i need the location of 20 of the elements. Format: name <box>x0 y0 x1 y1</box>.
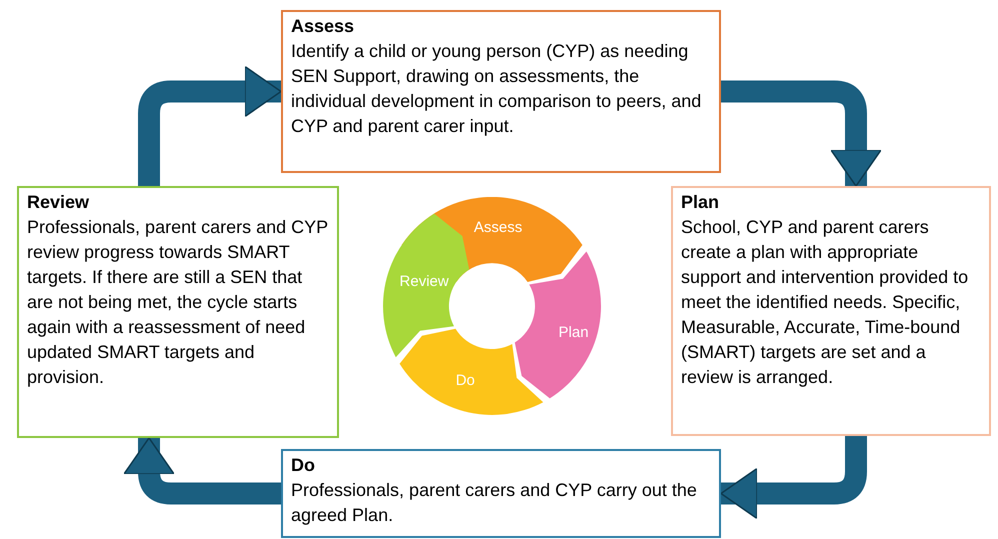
bent-arrow <box>721 80 882 187</box>
segment-label: Plan <box>558 324 589 342</box>
step-box <box>671 186 991 436</box>
step-box <box>17 186 339 438</box>
step-description: School, CYP and parent carers create a plan with appropriate support and intervention provided to meet the identified needs. Specific, Measurable, Accurate, Time-bound (SMART) targets are set and a review is arranged. <box>681 216 970 389</box>
bent-arrow <box>138 66 282 186</box>
segment-label: Assess <box>474 219 522 238</box>
step-description: Professionals, parent carers and CYP review progress towards SMART targets. If there are still a SEN that are not being met, the cycle starts again with a reassessment of need updated SMART targets and provision. <box>27 216 329 389</box>
bent-arrow <box>720 436 867 520</box>
step-heading: Plan <box>681 191 720 214</box>
step-description: Professionals, parent carers and CYP carry out the agreed Plan. <box>291 479 698 527</box>
bent-arrow <box>123 437 281 504</box>
step-heading: Do <box>291 454 316 477</box>
step-description: Identify a child or young person (CYP) as needing SEN Support, drawing on assessments, the individual development in comparison to peers, and CYP and parent carer input. <box>291 40 702 138</box>
step-box <box>281 449 721 538</box>
step-box <box>281 10 721 173</box>
step-heading: Review <box>27 191 90 214</box>
step-heading: Assess <box>291 15 356 38</box>
segment-label: Review <box>400 272 449 291</box>
segment-label: Do <box>456 372 475 390</box>
